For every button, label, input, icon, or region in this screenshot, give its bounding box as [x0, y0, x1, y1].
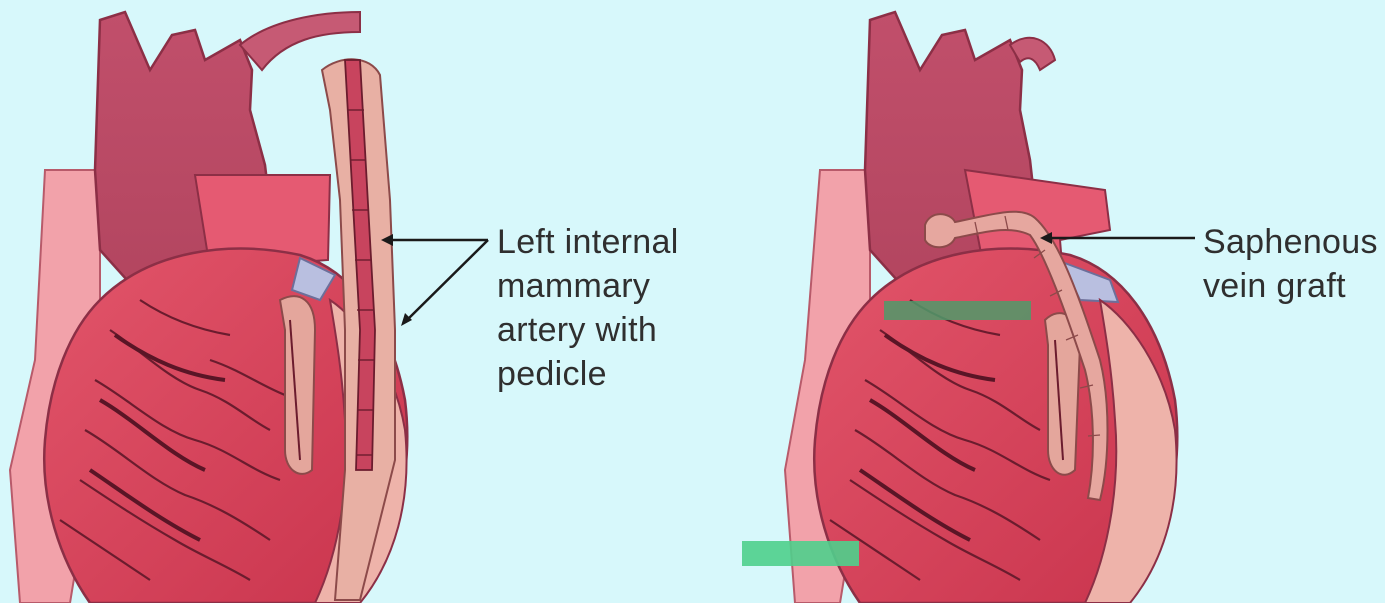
label-line: vein graft: [1203, 264, 1378, 308]
svg-label: Saphenous vein graft: [1203, 220, 1378, 308]
overlay-bar: [884, 301, 1031, 320]
arrowhead: [401, 313, 412, 326]
label-line: Left internal: [497, 220, 679, 264]
left-heart: [10, 12, 488, 603]
lima-label: Left internal mammary artery with pedicl…: [497, 220, 679, 396]
label-line: artery with: [497, 308, 679, 352]
left-annotation-arrows: [385, 240, 488, 322]
label-line: Saphenous: [1203, 220, 1378, 264]
overlay-bar: [742, 541, 859, 566]
label-line: mammary: [497, 264, 679, 308]
diagonal-branch: [280, 296, 315, 474]
label-line: pedicle: [497, 352, 679, 396]
